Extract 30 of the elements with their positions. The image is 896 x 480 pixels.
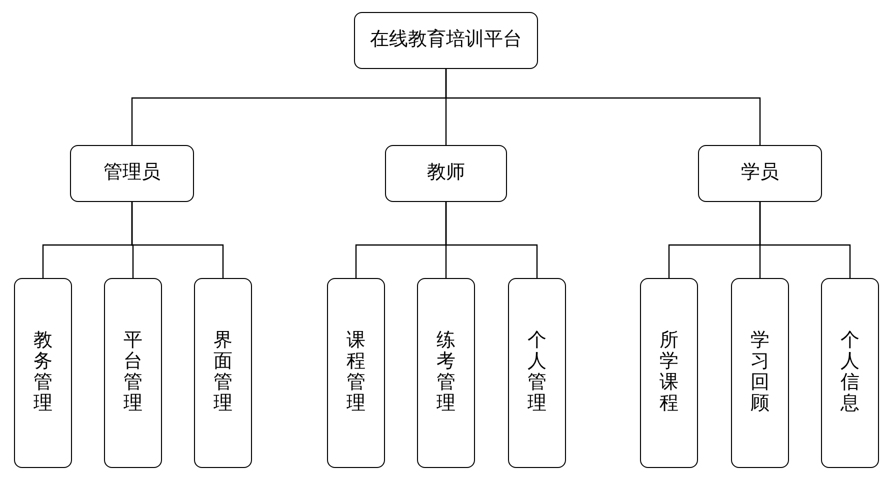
connector-line [131, 202, 224, 278]
node-label: 教务管理 [34, 331, 52, 415]
node-box [194, 278, 252, 468]
node-label: 所学课程 [660, 331, 678, 415]
node-label: 学习回顾 [750, 331, 770, 415]
connector-line [445, 202, 538, 278]
node-label: 界面管理 [214, 331, 232, 415]
node-box [417, 278, 475, 468]
node-label: 练考管理 [436, 331, 456, 415]
node-box [640, 278, 698, 468]
node-box [731, 278, 789, 468]
node-label: 教师 [427, 161, 465, 186]
node-label: 学员 [741, 161, 779, 186]
node-label: 课程管理 [346, 331, 366, 415]
node-box [821, 278, 879, 468]
node-box [698, 145, 822, 202]
node-box [327, 278, 385, 468]
node-label: 管理员 [104, 161, 160, 186]
node-box [70, 145, 194, 202]
node-label: 个人管理 [528, 331, 546, 415]
node-box [104, 278, 162, 468]
node-box [385, 145, 507, 202]
node-box [14, 278, 72, 468]
connector-line [445, 69, 761, 145]
connector-line [759, 202, 851, 278]
node-box [508, 278, 566, 468]
node-box [354, 12, 538, 69]
node-label: 在线教育培训平台 [370, 28, 522, 52]
node-label: 个人信息 [840, 331, 860, 415]
node-label: 平台管理 [124, 331, 142, 415]
